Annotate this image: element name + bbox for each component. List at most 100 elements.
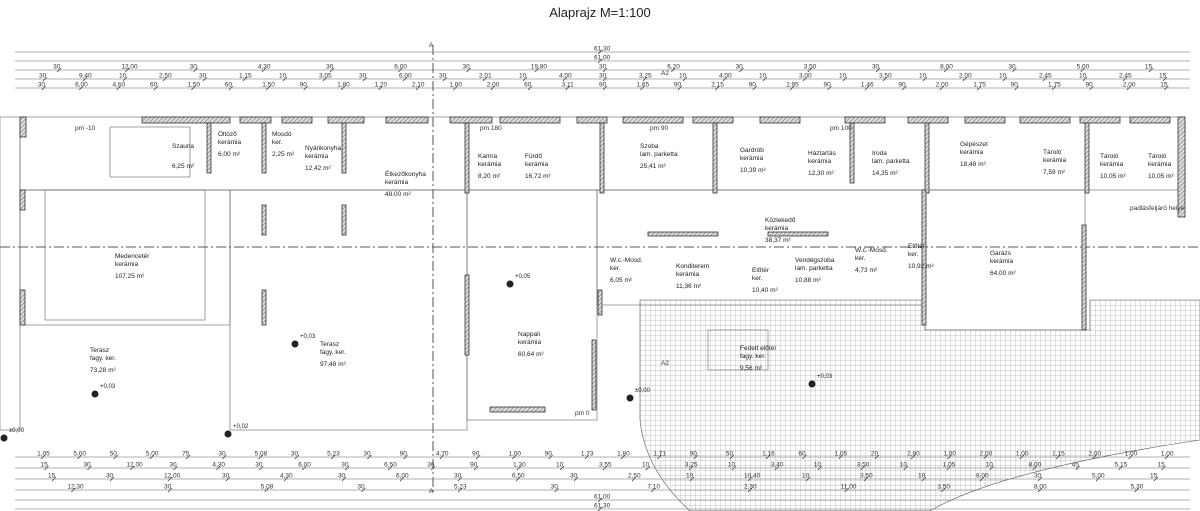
dimension-tick xyxy=(962,76,968,82)
dimension-tick xyxy=(565,85,570,91)
dimension-value: 3,11 xyxy=(562,82,575,89)
dimension-tick xyxy=(242,76,248,82)
dimension-value: 8,00 xyxy=(1029,462,1042,469)
dimension-tick xyxy=(979,476,985,482)
dimension-value: 30 xyxy=(463,64,471,71)
dimension-value: 5,15 xyxy=(1115,462,1128,469)
dimension-value: 60 xyxy=(798,451,806,458)
dimension-tick xyxy=(1128,454,1133,460)
dimension-value: 1,50 xyxy=(262,82,275,89)
room-floor: kerámia xyxy=(990,258,1014,265)
dimension-value: 4,00 xyxy=(559,73,572,80)
room-floor: kerámia xyxy=(765,225,789,232)
dimension-tick xyxy=(77,454,82,460)
room-area: 6,25 m² xyxy=(172,163,195,170)
dimension-tick xyxy=(122,76,128,82)
dimension-tick xyxy=(40,454,46,460)
room-floor: fagy. ker. xyxy=(320,349,346,356)
dimension-value: 12,00 xyxy=(164,473,181,480)
dimension-value: 30 xyxy=(427,462,435,469)
dimension-value: 90 xyxy=(400,451,408,458)
dimension-value: 1,05 xyxy=(37,451,50,458)
dimension-value: 1,65 xyxy=(636,82,649,89)
room-floor: ker. xyxy=(610,265,621,272)
dimension-value: 3,50 xyxy=(857,462,870,469)
dimension-value: 30 xyxy=(218,451,226,458)
dimension-value: 2,00 xyxy=(959,73,972,80)
room-floor: ker. xyxy=(272,139,283,146)
dimension-value: 30 xyxy=(38,82,46,89)
room-name: Szauna xyxy=(172,143,194,150)
room-area: 107,25 m² xyxy=(115,273,145,280)
dimension-tick xyxy=(882,76,888,82)
dimension-value: 1,00 xyxy=(508,451,521,458)
dimension-value: 61,00 xyxy=(594,494,611,501)
dimension-tick xyxy=(527,85,533,91)
dimension-tick xyxy=(282,76,288,82)
dimension-tick xyxy=(562,76,568,82)
room-name: Vendégszoba xyxy=(795,257,835,264)
dimension-value: 90 xyxy=(824,82,832,89)
level-marker-icon xyxy=(291,340,299,348)
dimension-tick xyxy=(222,454,227,460)
room-area: 97,48 m² xyxy=(320,361,346,368)
dimension-value: 30 xyxy=(1034,473,1042,480)
dimension-value: 90 xyxy=(749,82,757,89)
dimension-tick xyxy=(130,465,135,471)
floor-level-note: pm -10 xyxy=(75,125,96,132)
room-area: 7,59 m² xyxy=(1043,169,1066,176)
dimension-tick xyxy=(403,454,408,460)
dimension-value: 2,00 xyxy=(487,82,500,89)
room-floor: kerámia xyxy=(1043,157,1067,164)
floor-level-note: pm 0 xyxy=(575,410,590,417)
room-floor: kerámia xyxy=(525,161,549,168)
dimension-tick xyxy=(415,85,421,91)
dimension-tick xyxy=(559,465,565,471)
room-name: Előtér xyxy=(752,267,770,274)
dimension-value: 4,30 xyxy=(258,64,271,71)
room-floor: fagy. ker. xyxy=(90,355,116,362)
dimension-value: 6,00 xyxy=(396,473,409,480)
room-name: Nyárikonyha xyxy=(305,145,342,152)
room-area: 6,05 m² xyxy=(610,277,633,284)
dimension-value: 8,00 xyxy=(976,473,989,480)
room-label: Szauna 6,25 m² xyxy=(172,143,195,170)
dimension-tick xyxy=(597,497,603,503)
dimension-tick xyxy=(874,454,880,460)
dimension-value: 6,00 xyxy=(75,82,88,89)
section-mark-a2-bottom: A2 xyxy=(661,360,669,367)
dimension-value: 3,50 xyxy=(937,484,950,491)
dimension-tick xyxy=(167,476,173,482)
room-name: Terasz xyxy=(90,347,109,354)
dimension-tick xyxy=(402,76,408,82)
dimension-tick xyxy=(1002,76,1008,82)
dimension-value: 10 xyxy=(642,462,650,469)
dimension-value: 12,00 xyxy=(126,462,143,469)
level-value: +0,03 xyxy=(100,384,116,390)
dimension-tick xyxy=(439,454,445,460)
dimension-tick xyxy=(976,85,982,91)
level-marker-icon xyxy=(224,430,232,438)
dimension-tick xyxy=(294,454,300,460)
dimension-tick xyxy=(341,476,347,482)
dimension-value: 2,80 xyxy=(907,451,920,458)
dimension-tick xyxy=(863,476,869,482)
dimension-tick xyxy=(1075,465,1080,471)
dimension-value: 61,30 xyxy=(594,46,611,53)
dimension-value: 30 xyxy=(570,473,578,480)
room-floor: ker. xyxy=(855,255,866,262)
dimension-value: 60 xyxy=(150,82,158,89)
dimension-value: 10 xyxy=(679,73,687,80)
dimension-tick xyxy=(56,67,62,73)
dimension-value: 15 xyxy=(40,462,48,469)
dimension-tick xyxy=(689,476,695,482)
dimension-tick xyxy=(739,67,744,73)
dimension-tick xyxy=(1037,476,1043,482)
dimension-tick xyxy=(943,67,949,73)
